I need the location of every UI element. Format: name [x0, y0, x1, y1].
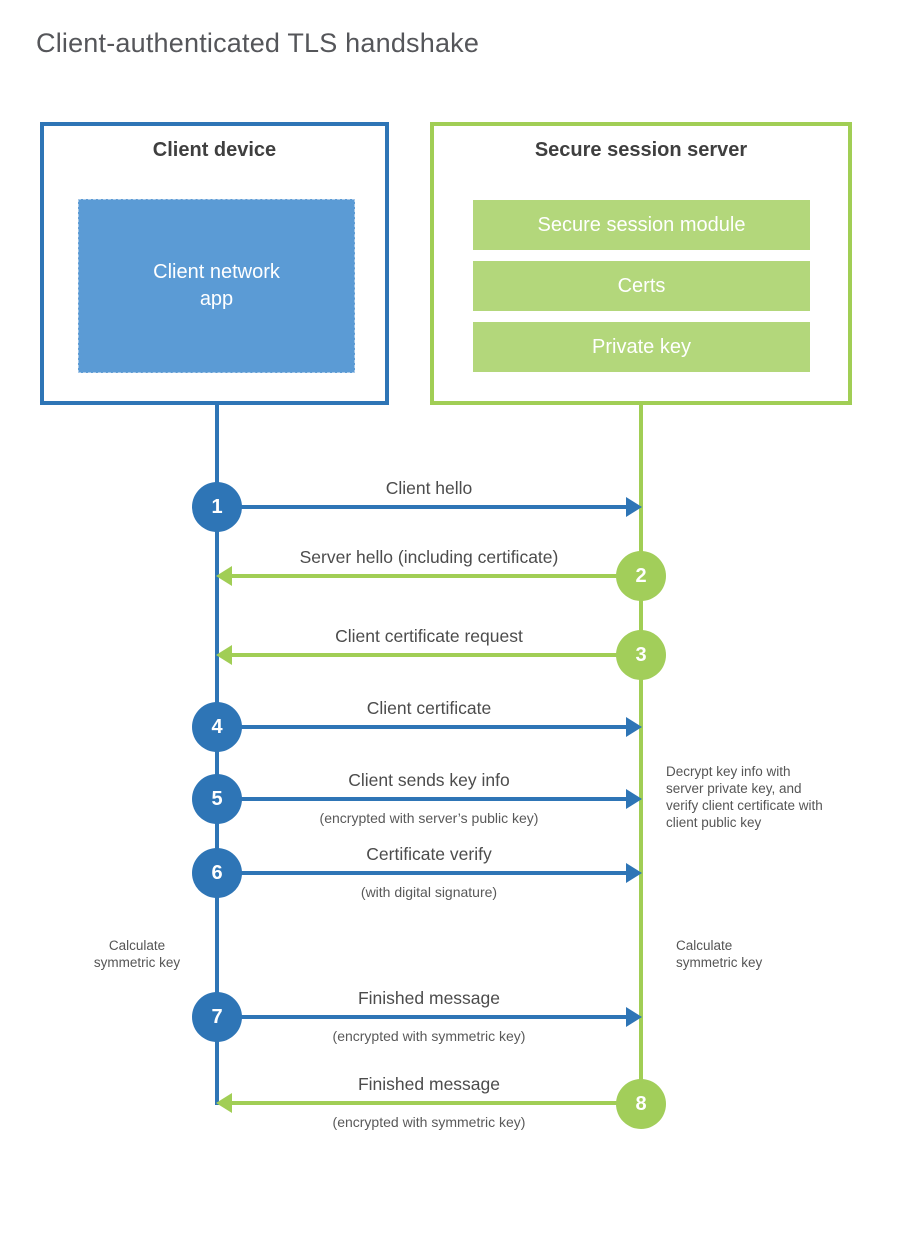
message-1-arrow — [238, 505, 630, 509]
secure-session-server-title: Secure session server — [430, 122, 852, 161]
client-network-app-label: Client network app — [153, 261, 280, 310]
message-6-arrowhead-icon — [626, 863, 642, 883]
message-3-arrowhead-icon — [216, 645, 232, 665]
step-4-badge: 4 — [192, 702, 242, 752]
client-lifeline — [215, 405, 219, 1105]
server-lifeline — [639, 405, 643, 1105]
message-8-arrowhead-icon — [216, 1093, 232, 1113]
message-5-arrow — [238, 797, 630, 801]
message-5-label: Client sends key info — [348, 770, 510, 790]
client-network-app-box: Client network app — [78, 199, 355, 373]
server-module-secure-session-module: Secure session module — [473, 200, 810, 250]
calculate-symmetric-key-note-client: Calculate symmetric key — [93, 938, 181, 970]
calculate-symmetric-key-note-server: Calculate symmetric key — [676, 938, 763, 970]
step-6-badge: 6 — [192, 848, 242, 898]
message-7-arrowhead-icon — [626, 1007, 642, 1027]
message-5-sublabel: (encrypted with server’s public key) — [319, 810, 539, 826]
message-1-label: Client hello — [385, 478, 473, 498]
diagram-title: Client-authenticated TLS handshake — [36, 28, 480, 58]
server-module-certs: Certs — [473, 261, 810, 311]
message-3-arrow — [230, 653, 618, 657]
step-2-badge: 2 — [616, 551, 666, 601]
message-6-label: Certificate verify — [366, 844, 492, 864]
step-1-badge: 1 — [192, 482, 242, 532]
message-6-sublabel: (with digital signature) — [360, 884, 498, 900]
message-4-arrowhead-icon — [626, 717, 642, 737]
message-1-arrowhead-icon — [626, 497, 642, 517]
message-8-arrow — [230, 1101, 618, 1105]
message-8-sublabel: (encrypted with symmetric key) — [332, 1114, 526, 1130]
step-3-badge: 3 — [616, 630, 666, 680]
message-6-arrow — [238, 871, 630, 875]
message-5-arrowhead-icon — [626, 789, 642, 809]
decrypt-key-note: Decrypt key info with server private key… — [666, 764, 823, 830]
step-8-badge: 8 — [616, 1079, 666, 1129]
message-4-label: Client certificate — [366, 698, 492, 718]
message-7-sublabel: (encrypted with symmetric key) — [332, 1028, 526, 1044]
message-2-label: Server hello (including certificate) — [299, 547, 559, 567]
message-7-arrow — [238, 1015, 630, 1019]
message-2-arrowhead-icon — [216, 566, 232, 586]
message-4-arrow — [238, 725, 630, 729]
step-7-badge: 7 — [192, 992, 242, 1042]
client-device-title: Client device — [40, 122, 389, 161]
message-3-label: Client certificate request — [335, 626, 523, 646]
message-8-label: Finished message — [357, 1074, 501, 1094]
message-2-arrow — [230, 574, 618, 578]
step-5-badge: 5 — [192, 774, 242, 824]
message-7-label: Finished message — [357, 988, 501, 1008]
server-module-private-key: Private key — [473, 322, 810, 372]
